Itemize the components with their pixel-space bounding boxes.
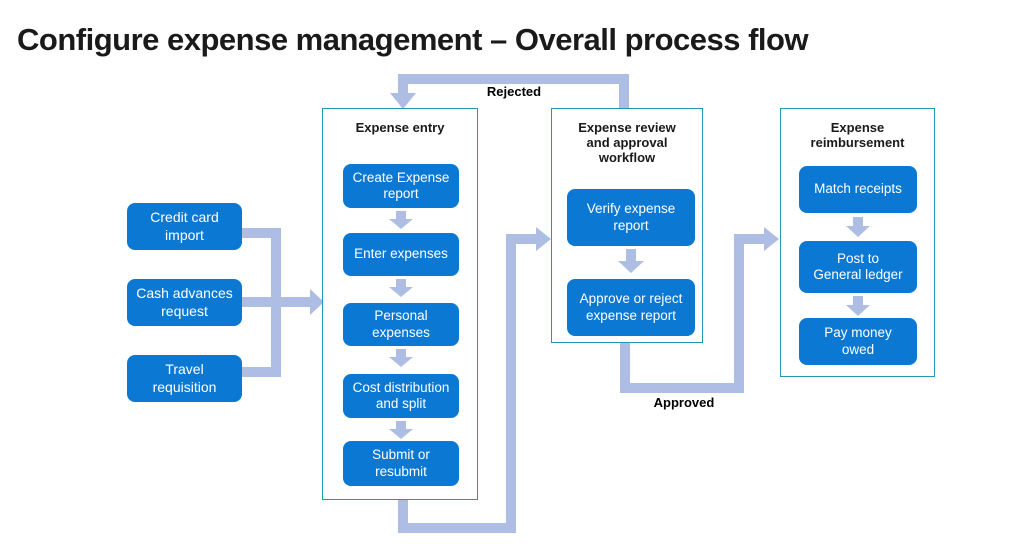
group-expense-entry: Expense entry Create Expense report Ente… xyxy=(322,108,478,500)
arrowhead-into-review-icon xyxy=(536,227,551,251)
group-expense-review: Expense review and approval workflow Ver… xyxy=(551,108,703,343)
node-personal-expenses: Personal expenses xyxy=(343,303,459,346)
node-cost-distribution-and-split: Cost distribution and split xyxy=(343,374,459,418)
group-title-expense-review: Expense review and approval workflow xyxy=(578,120,676,165)
node-create-expense-report: Create Expense report xyxy=(343,164,459,208)
down-arrow-icon xyxy=(389,279,413,297)
arrowhead-into-reimbursement-icon xyxy=(764,227,779,251)
down-arrow-icon xyxy=(618,249,644,273)
connector-entry-to-review xyxy=(398,234,537,533)
node-match-receipts: Match receipts xyxy=(799,166,917,213)
node-verify-expense-report: Verify expense report xyxy=(567,189,695,246)
node-enter-expenses: Enter expenses xyxy=(343,233,459,276)
connector-approved xyxy=(620,234,765,393)
group-expense-reimbursement: Expense reimbursement Match receipts Pos… xyxy=(780,108,935,377)
group-title-expense-reimbursement: Expense reimbursement xyxy=(810,120,905,150)
node-credit-card-import: Credit card import xyxy=(127,203,242,250)
group-title-expense-entry: Expense entry xyxy=(355,120,445,135)
arrowhead-into-expense-entry-icon xyxy=(310,289,324,315)
connector-rejected xyxy=(398,74,629,110)
down-arrow-icon xyxy=(389,211,413,229)
node-submit-or-resubmit: Submit or resubmit xyxy=(343,441,459,486)
down-arrow-icon xyxy=(846,217,870,237)
node-pay-money-owed: Pay money owed xyxy=(799,318,917,365)
down-arrow-icon xyxy=(389,421,413,439)
down-arrow-icon xyxy=(389,349,413,367)
edge-label-approved: Approved xyxy=(653,395,715,410)
down-arrow-icon xyxy=(846,296,870,316)
page-title: Configure expense management – Overall p… xyxy=(17,22,809,57)
edge-label-rejected: Rejected xyxy=(486,84,542,99)
node-post-to-general-ledger: Post to General ledger xyxy=(799,241,917,293)
node-travel-requisition: Travel requisition xyxy=(127,355,242,402)
node-approve-or-reject-expense-report: Approve or reject expense report xyxy=(567,279,695,336)
arrowhead-rejected-down-icon xyxy=(390,93,416,109)
node-cash-advances-request: Cash advances request xyxy=(127,279,242,326)
